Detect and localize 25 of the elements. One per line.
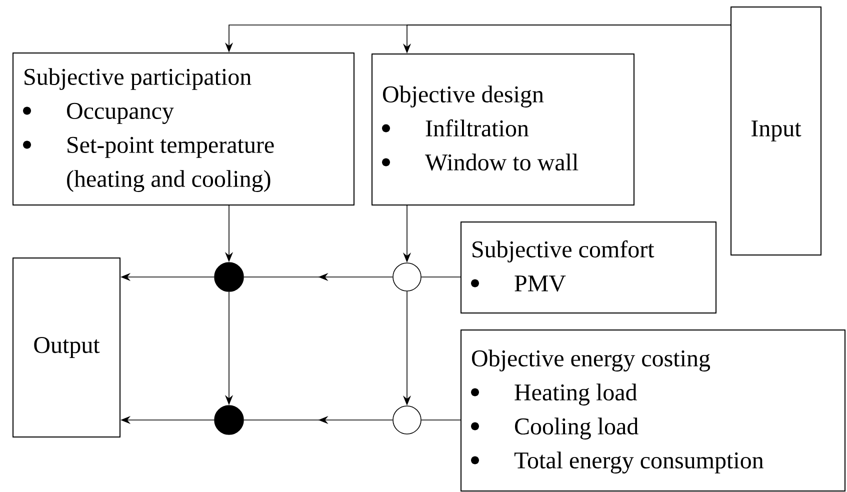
junction-dot: [214, 405, 244, 435]
category-box: [460, 330, 846, 492]
junction-circle: [392, 406, 422, 434]
category-box: [12, 52, 354, 206]
connector-line: [421, 276, 461, 278]
box-label: Input: [752, 120, 802, 142]
list-item: Infiltration: [426, 119, 529, 137]
category-box: [372, 54, 634, 206]
output-box: [12, 258, 120, 438]
box-label: Output: [34, 337, 100, 358]
category-box: [460, 222, 716, 314]
junction-circle: [392, 262, 422, 292]
box-heading: Objective design: [383, 86, 544, 108]
box-heading: Subjective participation: [24, 68, 252, 90]
input-box: [730, 6, 822, 256]
list-item: PMV: [514, 276, 566, 292]
box-heading: Objective energy costing: [472, 350, 710, 372]
list-item: Cooling load: [515, 418, 638, 440]
list-item: Total energy consumption: [514, 452, 764, 474]
list-item: Window to wall: [425, 154, 578, 171]
list-item: Heating load: [514, 384, 637, 406]
list-item: Set-point temperature (heating and cooling): [67, 136, 274, 192]
box-heading: Subjective comfort: [472, 240, 654, 262]
list-item: Occupancy: [67, 102, 174, 124]
junction-dot: [214, 262, 244, 292]
